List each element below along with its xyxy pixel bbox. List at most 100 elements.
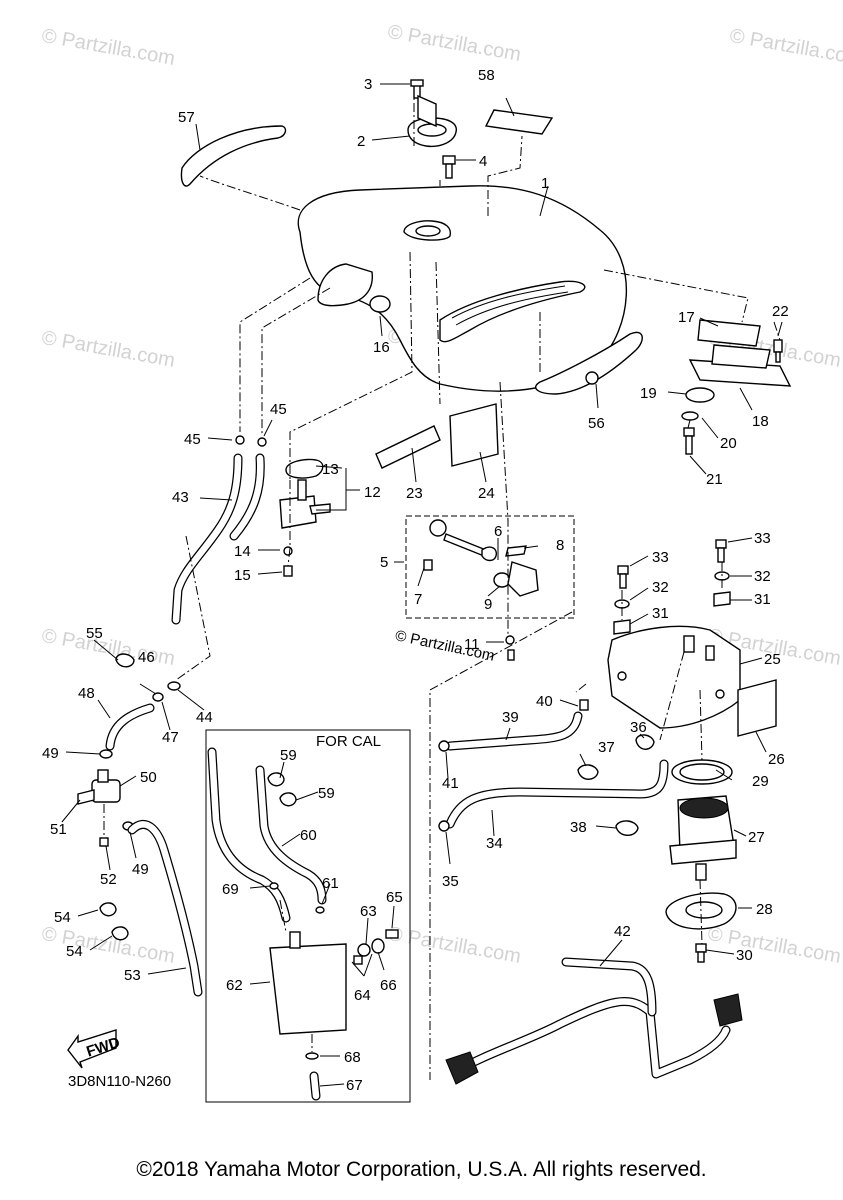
diagram-code: 3D8N110-N260: [68, 1073, 171, 1090]
callout-31b: 31: [754, 591, 771, 608]
callout-20: 20: [720, 435, 737, 452]
callout-42: 42: [614, 923, 631, 940]
callout-33b: 33: [754, 530, 771, 547]
callout-33: 33: [652, 549, 669, 566]
watermark-text: © Partzilla.com: [40, 923, 177, 968]
leader-lines: [61, 83, 783, 1087]
callout-21: 21: [706, 471, 723, 488]
alignment-lines: [103, 96, 781, 1080]
callout-19: 19: [640, 385, 657, 402]
callout-54: 54: [54, 909, 71, 926]
callout-15: 15: [234, 567, 251, 584]
canister: [269, 929, 399, 1035]
callout-31: 31: [652, 605, 669, 622]
bolt: [683, 427, 695, 437]
callout-43: 43: [172, 489, 189, 506]
callout-34: 34: [486, 835, 503, 852]
callout-23: 23: [406, 485, 423, 502]
callout-55: 55: [86, 625, 103, 642]
callout-64: 64: [354, 987, 371, 1004]
pad-strip: [375, 425, 441, 469]
warning-label: [484, 109, 554, 135]
callout-9: 9: [484, 596, 492, 613]
for-cal-box: [205, 729, 411, 1103]
callout-61: 61: [322, 875, 339, 892]
pump-housing: [607, 625, 777, 737]
callout-12: 12: [364, 484, 381, 501]
collar: [681, 411, 699, 421]
callout-38: 38: [570, 819, 587, 836]
callout-56: 56: [588, 415, 605, 432]
center-watermark: © Partzilla.com: [394, 627, 496, 665]
watermark-text: © Partzilla.com: [728, 25, 843, 70]
callout-58: 58: [478, 67, 495, 84]
screw-11b: [507, 649, 515, 661]
callout-44: 44: [196, 709, 213, 726]
grommet: [369, 295, 391, 313]
callout-45: 45: [184, 431, 201, 448]
for-cal-label: FOR CAL: [316, 733, 381, 750]
callout-36: 36: [630, 719, 647, 736]
hose-43: [171, 453, 243, 625]
callout-50: 50: [140, 769, 157, 786]
sender-group-box: [405, 515, 575, 619]
callout-53: 53: [124, 967, 141, 984]
callout-69: 69: [222, 881, 239, 898]
callout-67: 67: [346, 1077, 363, 1094]
callout-14: 14: [234, 543, 251, 560]
callout-22: 22: [772, 303, 789, 320]
callout-39: 39: [502, 709, 519, 726]
callout-17: 17: [678, 309, 695, 326]
callout-26: 26: [768, 751, 785, 768]
callout-6: 6: [494, 523, 502, 540]
callout-62: 62: [226, 977, 243, 994]
callout-3: 3: [364, 76, 372, 93]
watermark-text: © Partzilla.com: [40, 625, 177, 670]
clip-45b: [257, 437, 267, 447]
callout-65: 65: [386, 889, 403, 906]
callout-57: 57: [178, 109, 195, 126]
callout-52: 52: [100, 871, 117, 888]
callout-13: 13: [322, 461, 339, 478]
callout-18: 18: [752, 413, 769, 430]
watermark-text: © Partzilla.com: [706, 923, 843, 968]
callout-7: 7: [414, 591, 422, 608]
fuel-sender: [423, 519, 539, 597]
watermark-text: © Partzilla.com: [386, 923, 523, 968]
callout-8: 8: [556, 537, 564, 554]
callout-5: 5: [380, 554, 388, 571]
callout-60: 60: [300, 827, 317, 844]
pad-sheet: [449, 403, 499, 467]
filler-cap: [407, 79, 457, 179]
callout-24: 24: [478, 485, 495, 502]
callout-54b: 54: [66, 943, 83, 960]
tank-trim-left: [180, 125, 287, 187]
callout-41: 41: [442, 775, 459, 792]
gasket-14: [283, 546, 293, 556]
callout-48: 48: [78, 685, 95, 702]
callout-63: 63: [360, 903, 377, 920]
callout-66: 66: [380, 977, 397, 994]
clip-45a: [235, 435, 245, 445]
callout-32b: 32: [754, 568, 771, 585]
check-valve: [77, 769, 134, 847]
callout-labels: 1 2 3 4 5 6 7 8 9 11 12 13 14 15 16 17 1…: [42, 67, 789, 1094]
callout-25: 25: [764, 651, 781, 668]
callout-68: 68: [344, 1049, 361, 1066]
tank-trim-right: [535, 331, 643, 395]
callout-35: 35: [442, 873, 459, 890]
callout-47: 47: [162, 729, 179, 746]
callout-16: 16: [373, 339, 390, 356]
callout-51: 51: [50, 821, 67, 838]
callout-4: 4: [479, 153, 487, 170]
watermark-text: © Partzilla.com: [40, 327, 177, 372]
fuel-pump: [669, 759, 737, 881]
callout-46: 46: [138, 649, 155, 666]
connector-b: [713, 993, 743, 1027]
seal-11: [505, 635, 515, 645]
callout-1: 1: [541, 175, 549, 192]
screw-15: [283, 565, 293, 577]
callout-59b: 59: [318, 785, 335, 802]
damper: [685, 387, 715, 403]
